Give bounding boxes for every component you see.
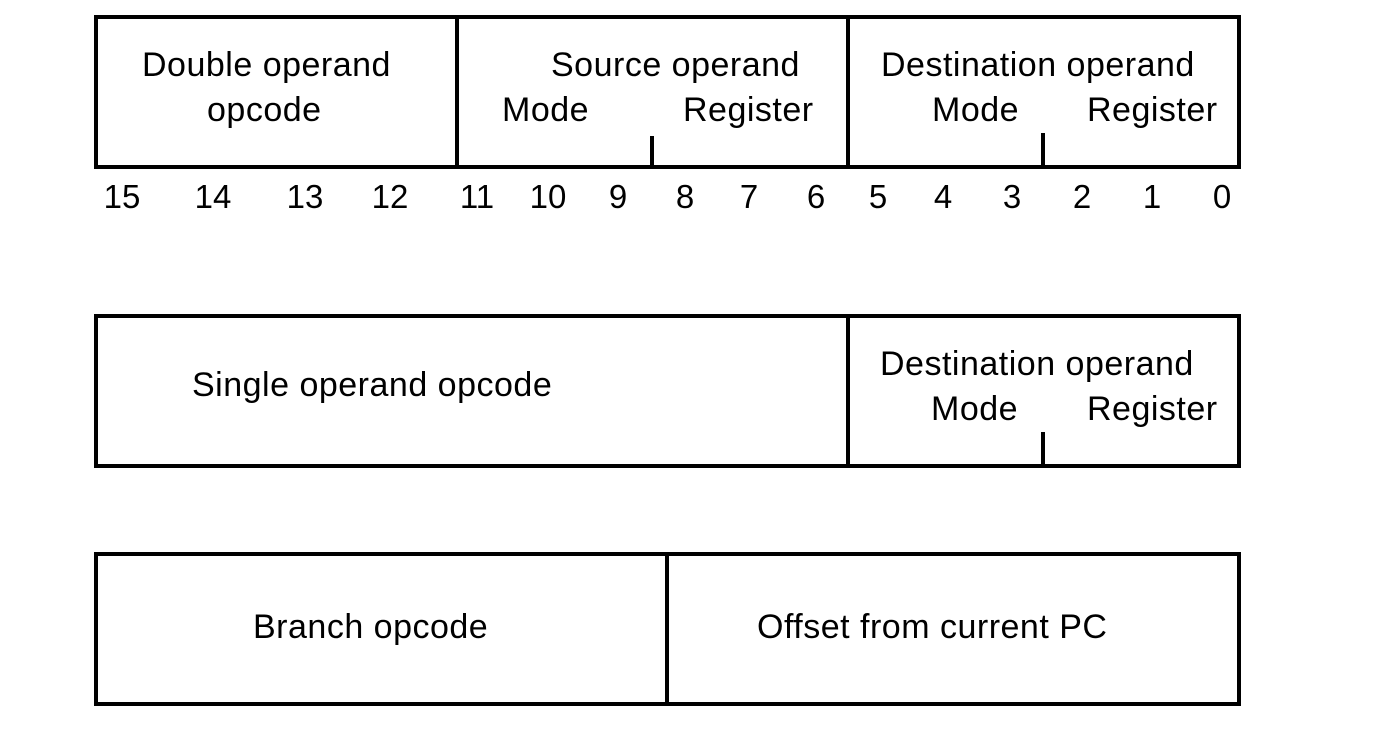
bit-number: 11 [459, 178, 495, 215]
source-operand-title: Source operand [551, 46, 800, 84]
branch-offset-label: Offset from current PC [757, 608, 1108, 646]
bit-number: 0 [1212, 178, 1232, 215]
double-source-divider [846, 15, 850, 169]
single-opcode-divider [846, 314, 850, 468]
dest-operand-title: Destination operand [881, 46, 1195, 84]
bit-number: 10 [529, 178, 567, 215]
bit-number: 3 [1002, 178, 1022, 215]
single-dest-register-label: Register [1087, 390, 1218, 428]
double-opcode-label-line2: opcode [207, 91, 322, 129]
double-operand-format [94, 15, 1241, 169]
single-opcode-label: Single operand opcode [192, 366, 553, 404]
bit-number: 9 [608, 178, 628, 215]
source-register-label: Register [683, 91, 814, 129]
dest-register-label: Register [1087, 91, 1218, 129]
branch-opcode-label: Branch opcode [253, 608, 489, 646]
bit-number: 13 [286, 178, 324, 215]
source-mode-register-tick [650, 136, 654, 169]
source-mode-label: Mode [502, 91, 590, 129]
double-opcode-divider [455, 15, 459, 169]
branch-divider [665, 552, 669, 706]
bit-number: 2 [1072, 178, 1092, 215]
bit-number: 14 [194, 178, 232, 215]
double-opcode-label-line1: Double operand [142, 46, 391, 84]
bit-number: 8 [675, 178, 695, 215]
bit-number: 4 [933, 178, 953, 215]
bit-number: 6 [806, 178, 826, 215]
dest-mode-register-tick [1041, 133, 1045, 169]
single-operand-format [94, 314, 1241, 468]
bit-number: 1 [1142, 178, 1162, 215]
bit-number: 15 [103, 178, 141, 215]
bit-number: 12 [371, 178, 409, 215]
bit-number: 7 [739, 178, 759, 215]
single-dest-mode-register-tick [1041, 432, 1045, 468]
bit-number: 5 [868, 178, 888, 215]
single-dest-mode-label: Mode [931, 390, 1019, 428]
dest-mode-label: Mode [932, 91, 1020, 129]
single-dest-operand-title: Destination operand [880, 345, 1194, 383]
